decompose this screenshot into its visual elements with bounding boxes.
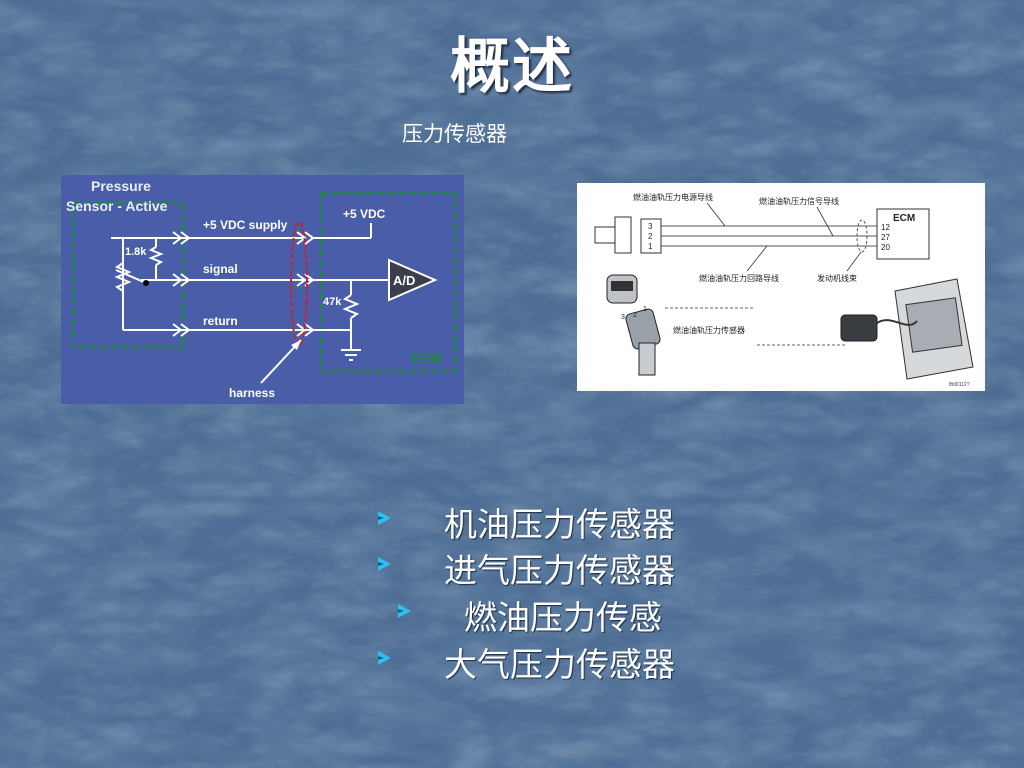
sensor-pin-label-2: 2 [633, 312, 637, 319]
bullet-arrow-icon [398, 604, 411, 618]
ecm-pin-12: 12 [881, 223, 890, 232]
signal-wire-label: 燃油油轨压力信号导线 [759, 196, 839, 206]
fuel-rail-sensor-wiring: 3 2 1 ECM 12 27 20 燃油油轨压力电源导线 燃油油轨压力信号导线… [577, 183, 985, 391]
connector-pin-3: 3 [648, 222, 653, 231]
sensor-part-label: 燃油油轨压力传感器 [673, 325, 745, 335]
bullet-arrow-icon [378, 511, 391, 525]
engine-harness-label: 发动机线束 [817, 273, 857, 283]
bullet-arrow-icon [378, 557, 391, 571]
sensor-pin-label-1: 1 [643, 306, 647, 313]
resistor-ecm-label: 47k [323, 296, 342, 308]
ad-label: A/D [393, 273, 415, 288]
list-item-text: 大气压力传感器 [444, 645, 675, 684]
signal-label: signal [203, 262, 238, 276]
return-label: return [203, 314, 238, 328]
list-item-text: 机油压力传感器 [444, 505, 675, 544]
sensor-title-line1: Pressure [91, 178, 151, 194]
figure-code: f8d0112? [949, 382, 970, 388]
slide-subtitle: 压力传感器 [402, 122, 507, 146]
ecm-illustration [840, 278, 974, 380]
ecm-label-left: ECM [411, 350, 442, 366]
slide-title: 概述 [450, 32, 574, 102]
supply-label: +5 VDC supply [203, 218, 288, 232]
resistor-sensor-label: 1.8k [125, 246, 147, 258]
pressure-sensor-schematic: Pressure Sensor - Active +5 VDC supply +… [61, 175, 464, 404]
connector-pin-1: 1 [648, 242, 653, 251]
harness-label: harness [229, 386, 275, 400]
ecm-pin-20: 20 [881, 243, 890, 252]
ecm-label-right: ECM [893, 213, 915, 224]
sensor-title-line2: Sensor - Active [66, 198, 168, 214]
ecm-supply-label: +5 VDC [343, 207, 386, 221]
power-wire-label: 燃油油轨压力电源导线 [633, 192, 713, 202]
sensor-pin-label-3: 3 [621, 314, 625, 321]
list-item-text: 燃油压力传感 [464, 598, 662, 637]
ecm-pin-27: 27 [881, 233, 890, 242]
bullet-arrow-icon [378, 651, 391, 665]
list-item-text: 进气压力传感器 [444, 551, 675, 590]
return-wire-label: 燃油油轨压力回路导线 [699, 273, 779, 283]
sensor-illustration: 3 2 1 [606, 274, 661, 376]
connector-pin-2: 2 [648, 232, 653, 241]
